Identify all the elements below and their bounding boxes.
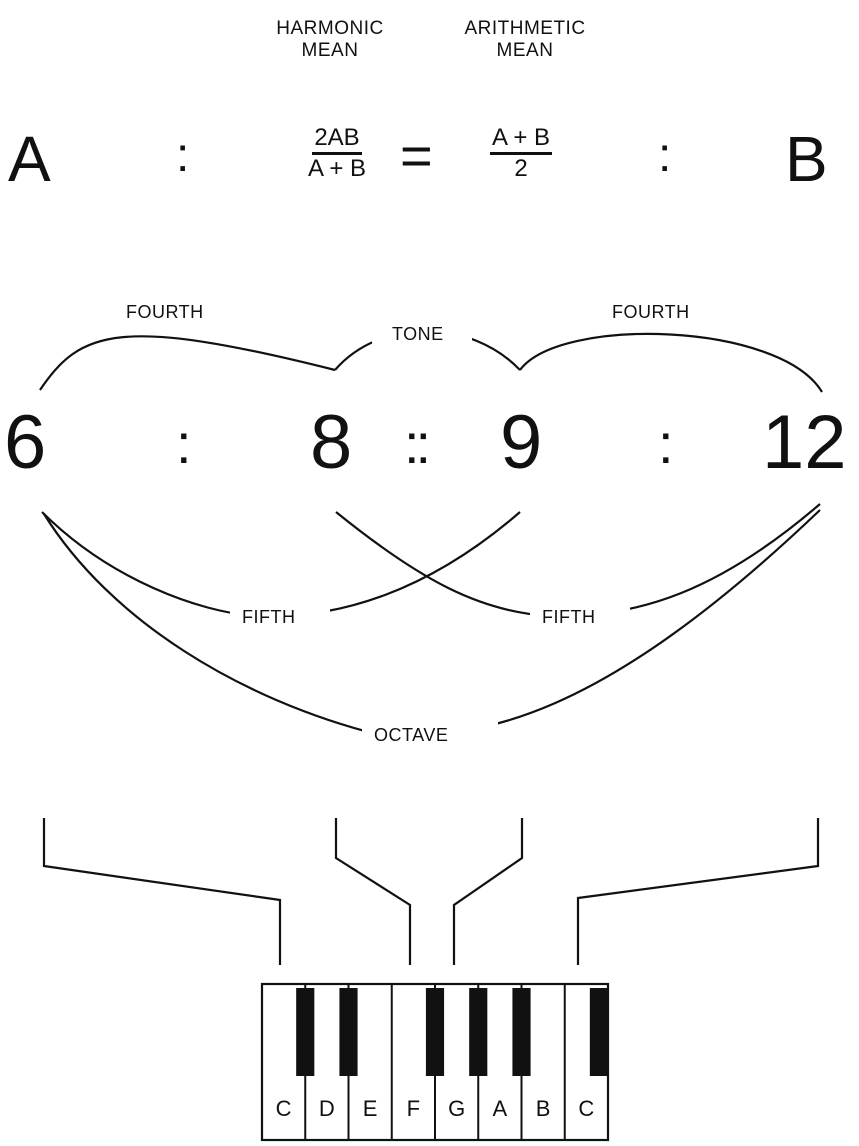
- white-key-label: D: [319, 1096, 335, 1121]
- black-key: [469, 988, 487, 1076]
- fourth-left-label: FOURTH: [126, 302, 204, 322]
- bracket-eight: [336, 818, 410, 965]
- black-key: [590, 988, 608, 1076]
- bracket-nine: [454, 818, 522, 965]
- white-key-label: E: [363, 1096, 378, 1121]
- black-key: [512, 988, 530, 1076]
- octave-arc: [44, 510, 820, 736]
- black-key: [426, 988, 444, 1076]
- bracket-twelve: [578, 818, 818, 965]
- white-key-label: G: [448, 1096, 465, 1121]
- fifth-right-arc: [336, 504, 820, 616]
- white-key-label: A: [493, 1096, 508, 1121]
- fourth-left-arc: [40, 336, 335, 390]
- fourth-right-arc: [520, 334, 822, 392]
- octave-label: OCTAVE: [374, 725, 448, 745]
- tone-label: TONE: [392, 324, 444, 344]
- black-key: [339, 988, 357, 1076]
- fourth-right-label: FOURTH: [612, 302, 690, 322]
- fifth-left-arc: [42, 512, 520, 616]
- white-key-label: F: [407, 1096, 420, 1121]
- white-key-label: C: [276, 1096, 292, 1121]
- white-key-label: C: [578, 1096, 594, 1121]
- bracket-six: [44, 818, 280, 965]
- fifth-right-label: FIFTH: [542, 607, 596, 627]
- black-key: [296, 988, 314, 1076]
- white-key-label: B: [536, 1096, 551, 1121]
- fifth-left-label: FIFTH: [242, 607, 296, 627]
